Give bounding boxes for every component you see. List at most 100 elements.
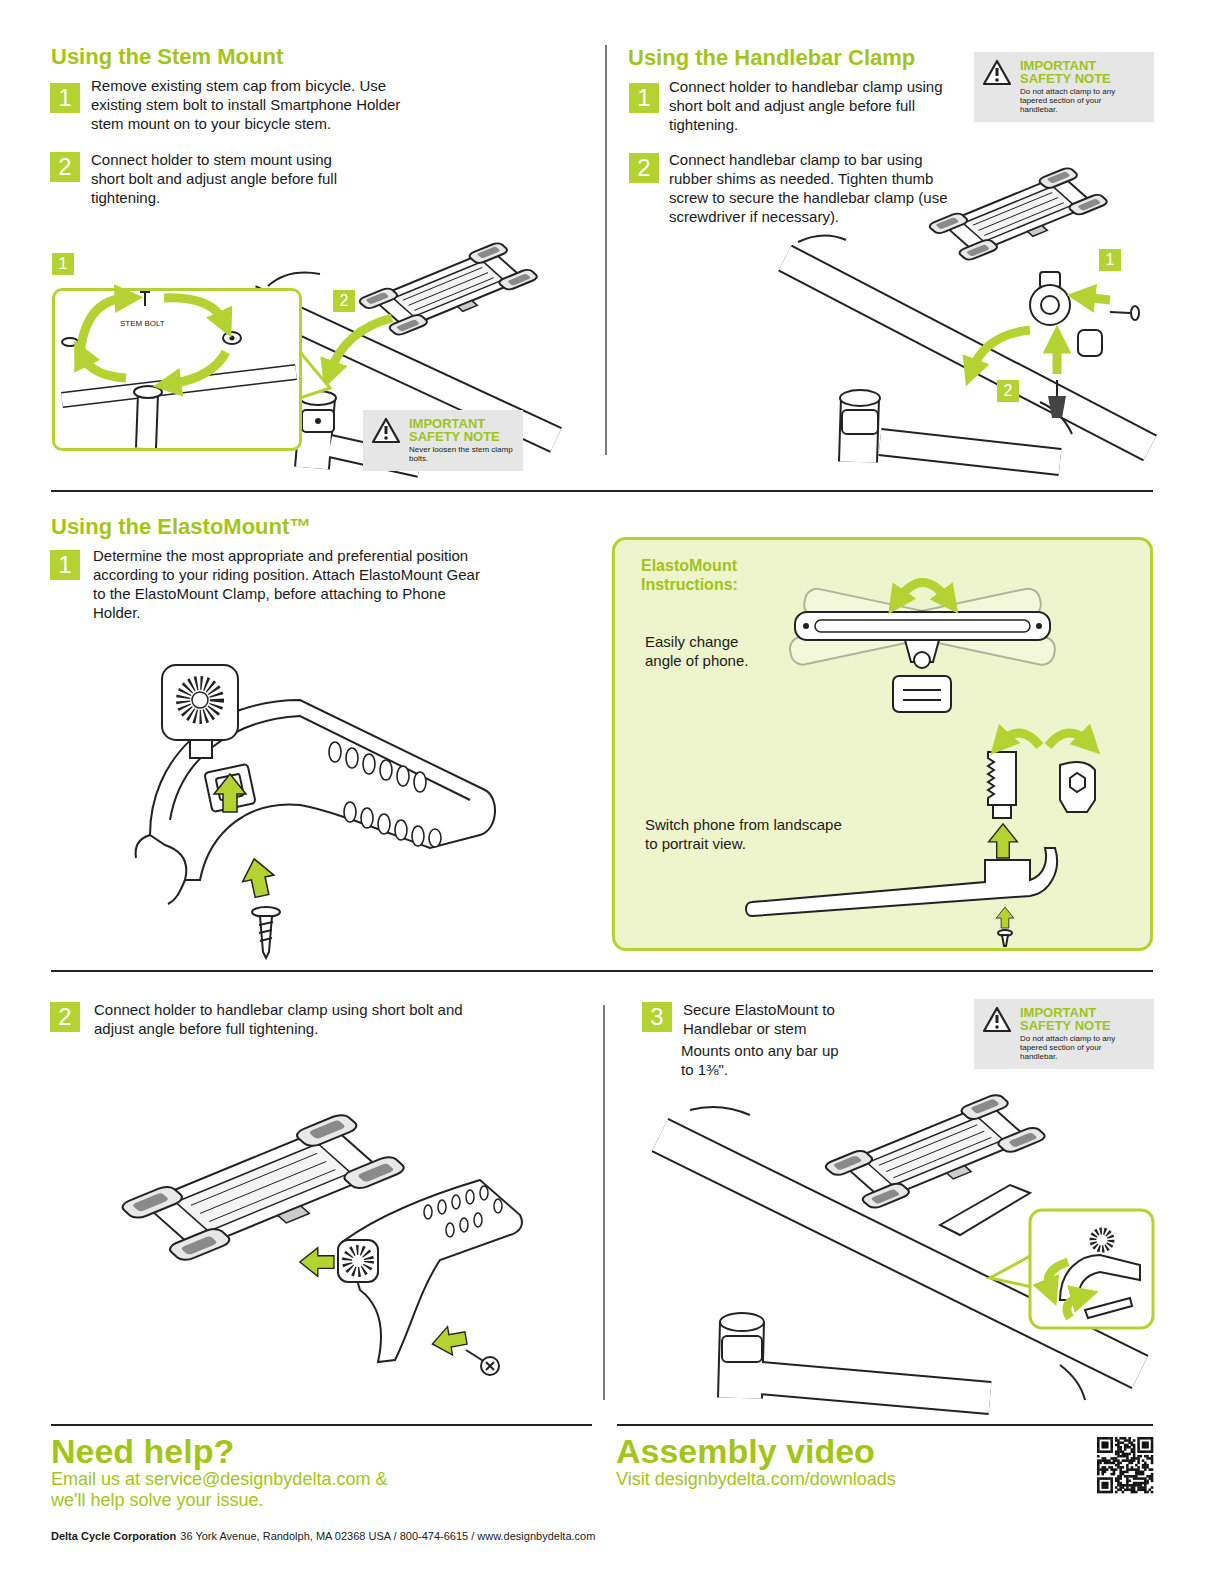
qr-code (1104, 1441, 1107, 1444)
qr-code (1117, 1446, 1120, 1449)
qr-code (1106, 1477, 1109, 1480)
qr-code (1142, 1444, 1145, 1447)
qr-code (1142, 1459, 1145, 1462)
qr-code (1146, 1441, 1149, 1444)
step-number: 1 (58, 86, 71, 110)
qr-code (1124, 1439, 1127, 1442)
qr-code (1110, 1486, 1113, 1489)
qr-code (1146, 1475, 1149, 1478)
qr-code (1131, 1448, 1134, 1451)
section-heading: Using the ElastoMount™ (51, 514, 311, 540)
qr-code (1113, 1473, 1116, 1476)
qr-code (1137, 1473, 1140, 1476)
qr-code (1137, 1455, 1140, 1458)
qr-code (1097, 1484, 1100, 1487)
qr-code (1133, 1491, 1136, 1494)
safety-note-heading: IMPORTANT SAFETY NOTE (1020, 59, 1130, 85)
company-address: 36 York Avenue, Randolph, MA 02368 USA /… (180, 1530, 595, 1542)
safety-note: IMPORTANT SAFETY NOTENever loosen the st… (363, 410, 523, 471)
safety-note: IMPORTANT SAFETY NOTEDo not attach clamp… (974, 999, 1154, 1069)
qr-code (1115, 1459, 1118, 1462)
stem-bolt-inset (223, 332, 241, 344)
elastomount-panel-art (903, 690, 941, 700)
stem-bolt-inset (230, 336, 235, 341)
elastomount-parts (329, 742, 441, 847)
qr-code (1122, 1437, 1125, 1440)
qr-code (1122, 1491, 1125, 1494)
qr-code (1135, 1464, 1138, 1467)
elastomount-parts (344, 802, 356, 822)
qr-code (1119, 1466, 1122, 1469)
qr-code (1137, 1448, 1140, 1451)
handlebar-clamp-scene (1041, 296, 1059, 314)
section-heading: Using the Stem Mount (51, 44, 283, 70)
qr-code (1117, 1462, 1120, 1465)
step-number: 1 (637, 86, 650, 110)
qr-code (1097, 1444, 1100, 1447)
callout-badge: 1 (52, 253, 74, 275)
elastomount-parts (397, 766, 409, 786)
qr-code (1124, 1444, 1127, 1447)
step-badge: 2 (50, 152, 80, 182)
elastomount-parts (361, 808, 373, 828)
help-heading: Need help? (51, 1432, 234, 1470)
qr-code (1099, 1491, 1102, 1494)
elastomount-step3-scene (720, 1313, 764, 1331)
qr-code (1099, 1450, 1102, 1453)
qr-code (1108, 1459, 1111, 1462)
qr-code (1146, 1482, 1149, 1485)
divider-rule (51, 45, 1153, 1425)
section-heading: Using the Handlebar Clamp (628, 45, 915, 71)
qr-code (1135, 1473, 1138, 1476)
elastomount-step2-scene (438, 1200, 446, 1214)
qr-code (1126, 1471, 1129, 1474)
step-text: Connect holder to stem mount using short… (91, 150, 341, 207)
note-text-column: IMPORTANT SAFETY NOTEDo not attach clamp… (1020, 1006, 1130, 1061)
qr-code (1108, 1462, 1111, 1465)
qr-code (1104, 1457, 1107, 1460)
qr-code (1119, 1489, 1122, 1492)
qr-code (1097, 1462, 1100, 1465)
qr-code (1144, 1477, 1147, 1480)
divider-rule (603, 1005, 604, 1400)
qr-code (1104, 1484, 1107, 1487)
qr-code (1101, 1446, 1104, 1449)
qr-code (1151, 1475, 1154, 1478)
qr-code (1106, 1437, 1109, 1440)
qr-code (1119, 1471, 1122, 1474)
qr-code (1142, 1437, 1145, 1440)
qr-code (1115, 1491, 1118, 1494)
step-number: 1 (58, 553, 71, 577)
qr-code (1104, 1459, 1107, 1462)
step-text: Determine the most appropriate and prefe… (93, 546, 483, 622)
qr-code (1115, 1468, 1118, 1471)
elastomount-parts (412, 826, 424, 846)
qr-code (1108, 1491, 1111, 1494)
qr-code (1124, 1484, 1127, 1487)
stem-bolt-inset (52, 288, 302, 451)
qr-code (1126, 1459, 1129, 1462)
qr-code (1122, 1441, 1125, 1444)
qr-code (1106, 1459, 1109, 1462)
qr-code (1133, 1448, 1136, 1451)
qr-code (1122, 1466, 1125, 1469)
qr-code (1133, 1486, 1136, 1489)
qr-code (1101, 1477, 1104, 1480)
contact-text: Email us at service@designbydelta.com & … (51, 1469, 421, 1511)
qr-code (1151, 1441, 1154, 1444)
step-number: 2 (637, 156, 650, 180)
qr-code (1137, 1446, 1140, 1449)
qr-code (1119, 1477, 1122, 1480)
video-heading: Assembly video (616, 1432, 875, 1470)
qr-code (1126, 1466, 1129, 1469)
qr-code (1151, 1437, 1154, 1440)
qr-code (1104, 1462, 1107, 1465)
elastomount-parts (162, 665, 238, 740)
elastomount-step3-scene (940, 1185, 1030, 1235)
qr-code (1149, 1450, 1152, 1453)
qr-code (1144, 1484, 1147, 1487)
qr-code (1131, 1441, 1134, 1444)
qr-code (1101, 1441, 1104, 1444)
callout-number: 2 (340, 293, 349, 309)
qr-code (1104, 1471, 1107, 1474)
